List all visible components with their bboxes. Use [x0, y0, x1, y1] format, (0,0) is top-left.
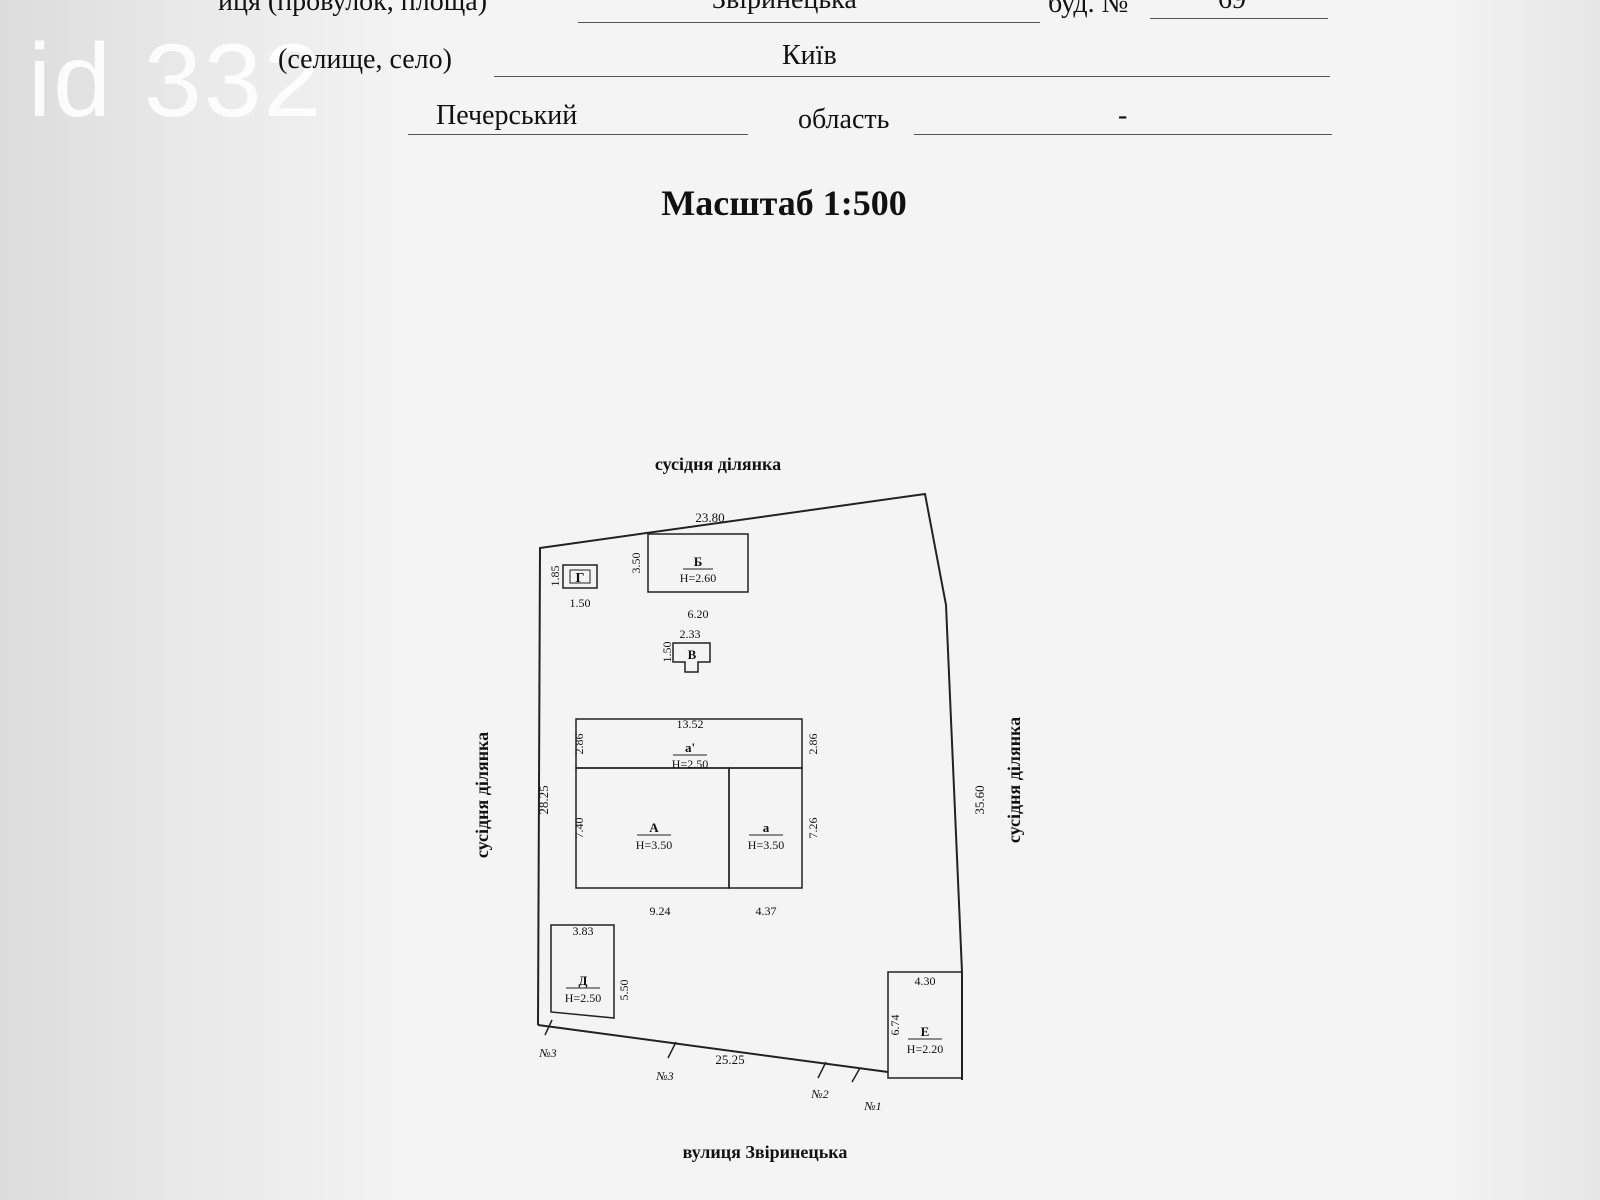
building-a-prime-height: Н=2.50 [672, 757, 708, 771]
building-v-depth: 1.50 [660, 642, 674, 663]
street-label: иця (провулок, площа) [218, 0, 488, 17]
neighbor-top-label: сусідня ділянка [655, 454, 781, 474]
building-a-small [728, 767, 803, 889]
boundary-left-dim: 28.25 [536, 785, 551, 814]
building-d-width: 3.83 [573, 924, 594, 938]
building-v-width: 2.33 [680, 627, 701, 641]
building-b-height: Н=2.60 [680, 571, 716, 585]
building-a-small-width: 4.37 [756, 904, 777, 918]
building-a-small-letter: а [763, 820, 770, 835]
gate-mark-3: №2 [810, 1087, 828, 1101]
building-g-letter: Г [576, 571, 585, 586]
building-b-depth: 3.50 [629, 553, 643, 574]
building-a-width: 9.24 [650, 904, 671, 918]
settlement-line [494, 76, 1330, 77]
gate-mark-line-2 [667, 1041, 677, 1059]
building-g [562, 564, 598, 589]
district-line [408, 134, 748, 135]
building-v-letter: В [688, 647, 697, 662]
building-b [647, 533, 749, 593]
building-b-width: 6.20 [688, 607, 709, 621]
building-g-depth: 1.85 [548, 566, 562, 587]
building-d-depth: 5.50 [617, 980, 631, 1001]
street-bottom-label: вулиця Звіринецька [683, 1142, 848, 1162]
building-a-small-height: Н=3.50 [748, 838, 784, 852]
building-line [1150, 18, 1328, 19]
building-a-height: Н=3.50 [636, 838, 672, 852]
building-a-prime-depth-right: 2.86 [806, 734, 820, 755]
page-shadow-left [0, 0, 420, 1200]
street-value: Звіринецька [712, 0, 857, 16]
boundary-bottom-dim: 25.25 [715, 1052, 744, 1067]
region-value: - [1118, 100, 1128, 131]
building-e-depth: 6.74 [888, 1015, 902, 1036]
building-a-small-depth: 7.26 [806, 818, 820, 839]
gate-mark-line-1 [544, 1019, 553, 1036]
lot-boundary-front [537, 1024, 889, 1073]
building-value: 69 [1218, 0, 1246, 16]
building-a-prime-depth-left: 2.86 [572, 734, 586, 755]
district-value: Печерський [436, 100, 578, 131]
building-g-inner [569, 569, 591, 584]
gate-mark-line-3 [817, 1061, 827, 1079]
settlement-label: (селище, село) [278, 44, 452, 75]
building-v [672, 642, 711, 673]
building-e [887, 971, 963, 1079]
settlement-value: Київ [782, 40, 837, 71]
building-a-depth: 7.40 [572, 818, 586, 839]
building-e-letter: Е [921, 1024, 930, 1039]
region-line [914, 134, 1332, 135]
scale-title: Масштаб 1:500 [661, 183, 907, 223]
page-shadow-right [1440, 0, 1600, 1200]
boundary-right-dim: 35.60 [972, 785, 987, 814]
boundary-top-dim: 23.80 [695, 510, 724, 525]
building-e-height: Н=2.20 [907, 1042, 943, 1056]
gate-mark-4: №1 [863, 1099, 881, 1113]
building-a-prime-letter: а' [685, 740, 695, 755]
building-a-prime-width: 13.52 [677, 717, 704, 731]
building-g-width: 1.50 [570, 596, 591, 610]
building-e-width: 4.30 [915, 974, 936, 988]
building-label: буд. № [1048, 0, 1129, 19]
region-label: область [798, 104, 890, 135]
building-b-letter: Б [694, 554, 703, 569]
building-d-letter: Д [579, 973, 588, 988]
gate-mark-2: №3 [655, 1069, 673, 1083]
gate-mark-line-4 [851, 1067, 861, 1083]
building-a-letter: А [649, 820, 659, 835]
neighbor-left-label: сусідня ділянка [472, 732, 492, 858]
lot-boundary [537, 492, 963, 1026]
building-d-height: Н=2.50 [565, 991, 601, 1005]
watermark: id 332 [28, 23, 324, 139]
gate-mark-1: №3 [538, 1046, 556, 1060]
building-d [550, 924, 615, 1019]
neighbor-right-label: сусідня ділянка [1004, 717, 1024, 843]
street-line [578, 22, 1040, 23]
